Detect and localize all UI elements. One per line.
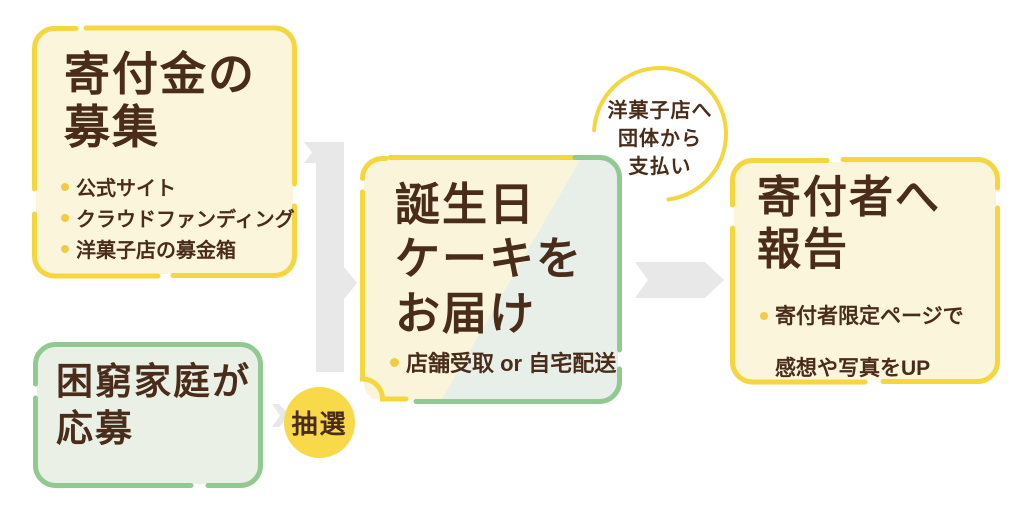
list-item: クラウドファンディング	[61, 202, 295, 233]
bullet-dot-icon	[760, 312, 768, 320]
fundraising-bullet-list: 公式サイト クラウドファンディング 洋菓子店の募金箱	[61, 171, 295, 264]
fundraising-title-line1: 寄付金の	[64, 48, 256, 100]
step-fundraising-box: 寄付金の 募集 公式サイト クラウドファンディング 洋菓子店の募金箱	[32, 25, 297, 279]
delivery-box-background	[364, 160, 618, 400]
report-title-line2: 報告	[757, 224, 849, 274]
bullet-dot-icon	[61, 244, 69, 253]
list-item: 店舗受取 or 自宅配送	[390, 348, 616, 376]
report-item-line1: 寄付者限定ページで	[775, 305, 964, 328]
report-item-line2: 感想や写真をUP	[775, 357, 931, 380]
application-title-line1: 困窮家庭が	[56, 361, 251, 402]
report-box-border	[730, 157, 1000, 385]
step-delivery-box: 誕生日 ケーキを お届け 店舗受取 or 自宅配送	[360, 155, 622, 404]
application-box-border	[33, 342, 263, 488]
step-report-box: 寄付者へ 報告 寄付者限定ページで 感想や写真をUP	[730, 157, 1000, 385]
application-title: 困窮家庭が 応募	[56, 359, 251, 453]
payment-note-line1: 洋菓子店へ	[607, 100, 713, 122]
list-item: 公式サイト	[61, 171, 295, 202]
bullet-dot-icon	[61, 182, 69, 191]
delivery-title: 誕生日 ケーキを お届け	[395, 178, 583, 341]
payment-note-circle-icon	[592, 66, 728, 202]
arrow-down-from-fundraising-icon	[304, 142, 344, 372]
lottery-label: 抽選	[291, 409, 348, 439]
payment-note-line2: 団体から	[618, 128, 702, 150]
fundraising-box-border	[32, 25, 297, 279]
arrow-application-to-lottery-icon	[272, 404, 290, 427]
report-bullet-list: 寄付者限定ページで 感想や写真をUP	[760, 304, 964, 382]
arrow-into-delivery-icon	[344, 267, 357, 299]
application-title-line2: 応募	[56, 407, 134, 449]
list-item: 洋菓子店の募金箱	[61, 233, 295, 264]
report-title: 寄付者へ 報告	[757, 172, 941, 276]
delivery-title-line3: お届け	[395, 287, 537, 339]
report-item-text: 寄付者限定ページで 感想や写真をUP	[775, 304, 964, 382]
bullet-dot-icon	[390, 357, 399, 367]
delivery-title-line1: 誕生日	[395, 179, 537, 230]
arrow-delivery-to-report-icon	[635, 262, 724, 298]
bullet-dot-icon	[61, 213, 69, 222]
lottery-badge: 抽選	[284, 387, 355, 458]
payment-note-text: 洋菓子店へ 団体から 支払い	[590, 97, 730, 181]
fundraising-title: 寄付金の 募集	[64, 48, 256, 155]
fundraising-item-1: 公式サイト	[76, 178, 176, 200]
delivery-item-1: 店舗受取 or 自宅配送	[406, 351, 617, 376]
payment-note-line3: 支払い	[628, 156, 692, 178]
delivery-title-line2: ケーキを	[395, 233, 584, 285]
step-application-box: 困窮家庭が 応募	[33, 342, 263, 488]
report-box-background	[734, 162, 996, 380]
fundraising-item-3: 洋菓子店の募金箱	[76, 240, 236, 262]
delivery-bullet-list: 店舗受取 or 自宅配送	[390, 348, 616, 376]
delivery-box-border	[360, 155, 622, 404]
application-box-background	[37, 346, 259, 484]
report-title-line1: 寄付者へ	[757, 173, 941, 222]
fundraising-box-background	[36, 30, 293, 274]
fundraising-title-line2: 募集	[64, 101, 160, 154]
list-item: 寄付者限定ページで 感想や写真をUP	[760, 304, 964, 382]
fundraising-item-2: クラウドファンディング	[76, 209, 295, 231]
